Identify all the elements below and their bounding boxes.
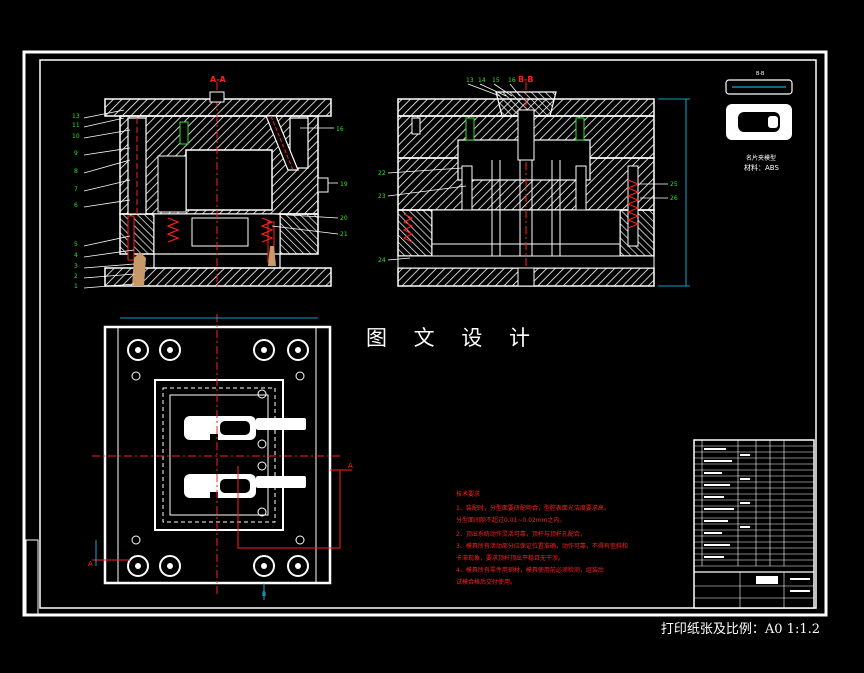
left-callouts xyxy=(83,109,135,289)
section-label-left: A-A xyxy=(210,75,227,84)
svg-text:卡滞现象，要求顶杆顶出平稳且无干涉。: 卡滞现象，要求顶杆顶出平稳且无干涉。 xyxy=(456,554,564,562)
callout-26: 26 xyxy=(670,195,678,202)
mid-callout-numbers: 16 19 20 21 xyxy=(336,126,348,238)
plan-view xyxy=(92,314,352,600)
side-strip xyxy=(25,539,39,615)
print-scale-label: 打印纸张及比例：A0 1:1.2 xyxy=(660,622,820,637)
callout-r13: 13 xyxy=(466,77,474,84)
callout-13: 13 xyxy=(72,113,80,120)
svg-text:3、模具所有活动部分应保证位置准确，动作可靠，不得有歪斜和: 3、模具所有活动部分应保证位置准确，动作可靠，不得有歪斜和 xyxy=(456,542,628,550)
watermark-text: 图 文 设 计 xyxy=(366,326,541,350)
callout-10: 10 xyxy=(72,133,80,140)
part-caption: 名片夹模型 xyxy=(746,154,776,162)
left-section-view xyxy=(104,82,332,290)
callout-19: 19 xyxy=(340,181,348,188)
svg-text:B-B: B-B xyxy=(756,71,765,77)
callout-4: 4 xyxy=(74,252,78,259)
callout-20: 20 xyxy=(340,215,348,222)
callout-7: 7 xyxy=(74,186,78,193)
callout-8: 8 xyxy=(74,168,78,175)
callout-2: 2 xyxy=(74,273,78,280)
right-top-callouts: 13 14 15 16 xyxy=(466,77,516,84)
svg-text:技术要求: 技术要求 xyxy=(456,490,480,498)
callout-25: 25 xyxy=(670,181,678,188)
tech-notes: 技术要求 1、装配时，分型面要研配吻合，型腔表面光洁度要求高。 分型面间隙不超过… xyxy=(456,490,628,586)
svg-text:1、装配时，分型面要研配吻合，型腔表面光洁度要求高。: 1、装配时，分型面要研配吻合，型腔表面光洁度要求高。 xyxy=(456,504,610,512)
callout-r15: 15 xyxy=(492,77,500,84)
callout-3: 3 xyxy=(74,263,78,270)
section-marker-a-right: A xyxy=(348,462,353,470)
callout-24: 24 xyxy=(378,257,386,264)
section-marker-a-left: A xyxy=(88,560,93,568)
callout-23: 23 xyxy=(378,193,386,200)
outer-border xyxy=(22,50,828,617)
part-thumbnail: B-B 名片夹模型 材料：ABS xyxy=(725,71,793,172)
right-leaders xyxy=(387,83,668,261)
svg-text:4、模具所有零件用钢材，模具使用前必须检测，组装后: 4、模具所有零件用钢材，模具使用前必须检测，组装后 xyxy=(456,566,604,574)
svg-text:2、顶出系统动作灵活可靠，顶杆与顶杆孔配合，: 2、顶出系统动作灵活可靠，顶杆与顶杆孔配合， xyxy=(456,530,586,538)
right-section-view xyxy=(397,82,690,290)
inner-border xyxy=(39,59,817,609)
callout-11: 11 xyxy=(72,122,80,129)
callout-r14: 14 xyxy=(478,77,486,84)
title-block xyxy=(693,439,815,609)
material-label: 材料：ABS xyxy=(744,163,779,172)
callout-21: 21 xyxy=(340,231,348,238)
callout-6: 6 xyxy=(74,202,78,209)
mid-callouts xyxy=(271,127,339,235)
callout-9: 9 xyxy=(74,150,78,157)
svg-text:分型面间隙不超过0.01~0.02mm之内。: 分型面间隙不超过0.01~0.02mm之内。 xyxy=(456,516,565,524)
right-side-callouts: 22 23 24 25 26 xyxy=(378,170,678,264)
section-label-right: B-B xyxy=(518,75,534,84)
callout-r16: 16 xyxy=(508,77,516,84)
callout-22: 22 xyxy=(378,170,386,177)
callout-1: 1 xyxy=(74,283,78,290)
left-callout-numbers: 13 11 10 9 8 7 6 5 4 3 2 1 xyxy=(72,113,80,290)
callout-16: 16 xyxy=(336,126,344,133)
section-marker-b: B xyxy=(262,591,266,598)
svg-text:试模合格后交付使用。: 试模合格后交付使用。 xyxy=(456,578,516,586)
callout-5: 5 xyxy=(74,241,78,248)
